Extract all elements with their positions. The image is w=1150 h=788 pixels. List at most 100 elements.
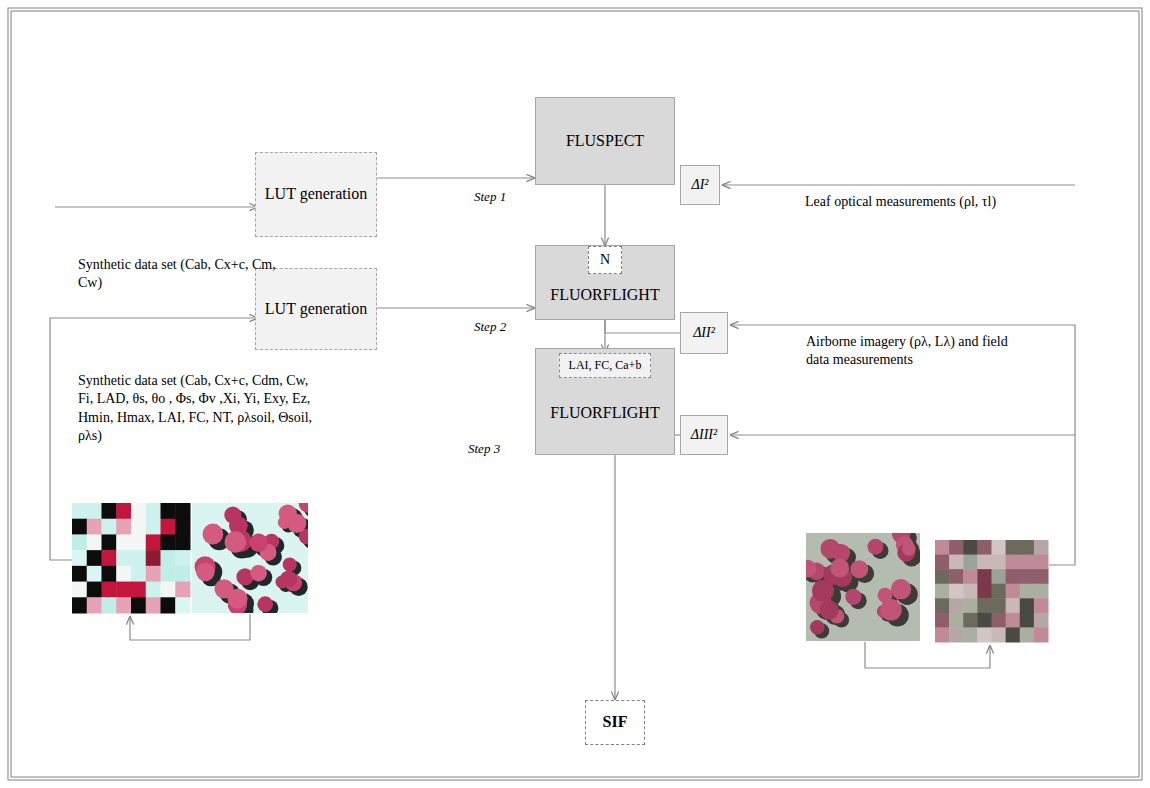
- node-text: LUT generation: [265, 300, 367, 318]
- pixel-cell: [175, 582, 190, 598]
- pixel-cell: [131, 566, 146, 582]
- pixel-cell: [1034, 569, 1049, 584]
- cost-function-box: ΔII²: [680, 312, 728, 354]
- pixel-cell: [175, 566, 190, 582]
- pixel-cell: [102, 550, 117, 566]
- pixel-cell: [161, 550, 176, 566]
- pixel-cell: [72, 582, 87, 598]
- tree-crown: [250, 565, 267, 582]
- pixel-cell: [161, 534, 176, 550]
- connector-arrow: [614, 455, 615, 700]
- pixel-cell: [146, 597, 161, 613]
- pixel-cell: [102, 566, 117, 582]
- pixel-cell: [935, 598, 950, 613]
- tree-crown: [283, 557, 297, 571]
- pixel-cell: [1034, 540, 1049, 555]
- tree-crown: [196, 562, 215, 581]
- pixel-cell: [935, 555, 950, 570]
- pixel-cell: [131, 582, 146, 598]
- tree-crown: [850, 560, 868, 578]
- model-box: FLUORFLIGHTLAI, FC, Ca+b: [535, 348, 675, 455]
- pixel-cell: [146, 503, 161, 519]
- pixel-cell: [116, 597, 131, 613]
- pixel-cell: [992, 627, 1007, 642]
- tree-crown: [299, 503, 308, 513]
- pixel-cell: [161, 566, 176, 582]
- pixel-cell: [72, 519, 87, 535]
- pixel-cell: [116, 534, 131, 550]
- tree-canopy-image: [806, 533, 920, 641]
- input-arrow: [55, 206, 258, 207]
- tree-crown: [891, 579, 911, 599]
- pixel-cell: [949, 555, 964, 570]
- tree-crown: [902, 542, 916, 556]
- tree-crown: [225, 531, 246, 552]
- annotation-text: Airborne imagery (ρλ, Lλ) and field data…: [806, 333, 1021, 370]
- pixel-cell: [161, 597, 176, 613]
- tree-canopy-image: [192, 503, 308, 613]
- pixel-cell: [935, 613, 950, 628]
- tree-crown: [224, 506, 241, 523]
- pixel-cell: [102, 534, 117, 550]
- pixel-cell: [1020, 584, 1035, 599]
- pixel-cell: [72, 503, 87, 519]
- tree-crown: [284, 512, 297, 525]
- pixel-cell: [87, 566, 102, 582]
- connector-arrow: [605, 320, 680, 333]
- pixel-cell: [116, 566, 131, 582]
- cost-function-box: ΔI²: [680, 165, 720, 205]
- node-text: ΔI²: [691, 177, 708, 193]
- pixel-cell: [977, 584, 992, 599]
- pixel-cell: [935, 540, 950, 555]
- pixel-cell: [1006, 627, 1021, 642]
- pixel-cell: [116, 550, 131, 566]
- pixel-cell: [161, 503, 176, 519]
- pixel-cell: [146, 566, 161, 582]
- tree-crown: [830, 559, 849, 578]
- node-text: FLUSPECT: [566, 132, 644, 150]
- pixel-cell: [1034, 584, 1049, 599]
- pixel-cell: [963, 569, 978, 584]
- pixel-cell: [992, 584, 1007, 599]
- parameter-box: LAI, FC, Ca+b: [559, 353, 651, 378]
- pixel-cell: [175, 534, 190, 550]
- node-text: ΔIII²: [691, 427, 717, 443]
- pixel-cell: [935, 584, 950, 599]
- loop-arrow: [865, 642, 990, 668]
- node-text: SIF: [603, 713, 628, 731]
- loop-arrow: [130, 614, 250, 640]
- pixel-cell: [116, 503, 131, 519]
- input-arrow: [730, 325, 1075, 565]
- step-label: Step 2: [474, 318, 506, 335]
- pixel-cell: [963, 598, 978, 613]
- lut-box: LUT generation: [255, 152, 377, 237]
- pixel-cell: [175, 503, 190, 519]
- pixel-grid-image: [72, 503, 191, 614]
- tree-crown: [820, 600, 839, 619]
- pixel-cell: [1006, 613, 1021, 628]
- annotation-text: Synthetic data set (Cab, Cx+c, Cdm, Cw, …: [78, 372, 316, 446]
- pixel-cell: [977, 540, 992, 555]
- tree-crown: [275, 576, 288, 589]
- node-text: LAI, FC, Ca+b: [569, 359, 642, 373]
- pixel-cell: [1034, 555, 1049, 570]
- tree-crown: [250, 534, 268, 552]
- outer-frame: [8, 8, 1142, 780]
- pixel-cell: [102, 519, 117, 535]
- pixel-cell: [1020, 627, 1035, 642]
- pixel-cell: [1020, 540, 1035, 555]
- pixel-cell: [1034, 627, 1049, 642]
- pixel-cell: [87, 550, 102, 566]
- annotation-text: Leaf optical measurements (ρl, τl): [805, 193, 996, 211]
- pixel-cell: [963, 555, 978, 570]
- tree-crown: [867, 539, 883, 555]
- tree-crown: [257, 596, 273, 612]
- pixel-cell: [72, 550, 87, 566]
- pixel-cell: [87, 519, 102, 535]
- pixel-cell: [992, 569, 1007, 584]
- pixel-cell: [992, 613, 1007, 628]
- pixel-cell: [146, 550, 161, 566]
- pixel-cell: [102, 503, 117, 519]
- connector-arrow: [604, 185, 605, 246]
